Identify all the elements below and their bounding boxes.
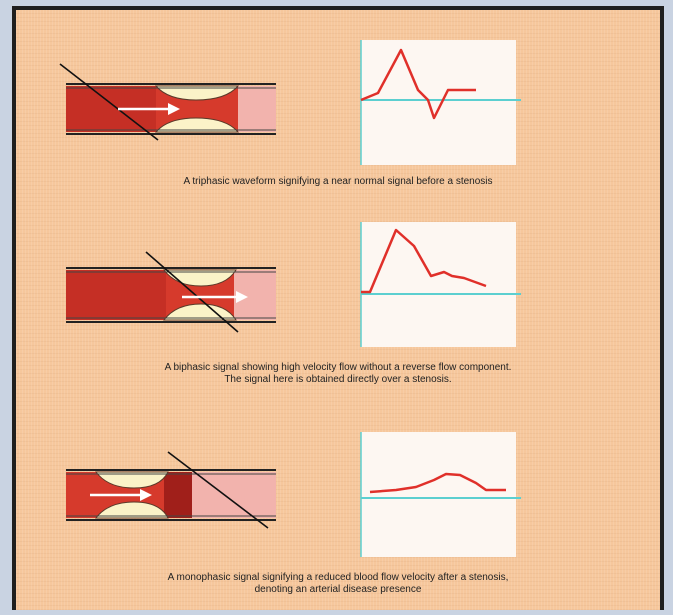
caption-3-line-1: A monophasic signal signifying a reduced…	[16, 572, 660, 584]
chart-background	[361, 40, 516, 165]
caption-2-line-2: The signal here is obtained directly ove…	[16, 374, 660, 386]
vessel-dark-region	[164, 472, 192, 518]
vessel-blood-shade	[66, 270, 166, 320]
chart-background	[361, 222, 516, 347]
post-stenosis-region	[238, 86, 276, 132]
vessel-diagram-2	[56, 248, 286, 338]
waveform-chart-1	[356, 38, 521, 168]
caption-1: A triphasic waveform signifying a near n…	[16, 176, 660, 188]
caption-2: A biphasic signal showing high velocity …	[16, 362, 660, 386]
caption-3: A monophasic signal signifying a reduced…	[16, 572, 660, 596]
waveform-chart-3	[356, 430, 521, 560]
caption-2-line-1: A biphasic signal showing high velocity …	[16, 362, 660, 374]
waveform-chart-2	[356, 220, 521, 350]
chart-background	[361, 432, 516, 557]
caption-3-line-2: denoting an arterial disease presence	[16, 584, 660, 596]
vessel-diagram-3	[56, 446, 286, 536]
doppler-figure: A triphasic waveform signifying a near n…	[16, 10, 660, 610]
vessel-diagram-1	[56, 60, 286, 150]
caption-1-line-1: A triphasic waveform signifying a near n…	[16, 176, 660, 188]
